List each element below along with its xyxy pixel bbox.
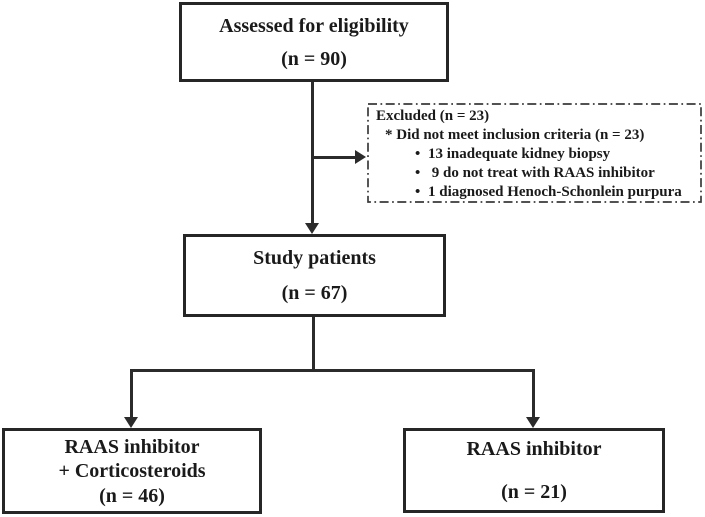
excluded-criteria: * Did not meet inclusion criteria (n = 2… [385,127,645,143]
connector-split-horizontal [130,369,535,372]
bullet-icon: • [415,146,421,162]
box-excluded: Excluded (n = 23) * Did not meet inclusi… [367,103,702,203]
arrowhead-into-study [305,223,319,234]
box-raas-inhibitor-corticosteroids: RAAS inhibitor + Corticosteroids (n = 46… [2,428,262,514]
connector-branch-to-excluded [311,156,356,159]
excluded-item-text: 13 inadequate kidney biopsy [428,146,611,162]
bullet-icon: • [415,184,421,200]
arrowhead-into-raas-corticosteroids [124,417,138,428]
excluded-item-text: 1 diagnosed Henoch-Schonlein purpura [428,184,682,200]
bullet-icon: • [415,165,421,181]
excluded-content: Excluded (n = 23) * Did not meet inclusi… [367,107,702,202]
excluded-title: Excluded (n = 23) [376,108,490,124]
connector-split-to-left-box [130,369,133,418]
connector-study-to-split [312,317,315,371]
arrowhead-into-raas [526,417,540,428]
dash-dot-border [367,103,702,203]
excluded-item: • 9 do not treat with RAAS inhibitor [367,164,702,183]
box-raas-inhibitor: RAAS inhibitor (n = 21) [403,428,665,513]
box-study-patients: Study patients (n = 67) [183,234,446,317]
arrowhead-into-excluded [355,150,366,164]
raas-count: (n = 21) [501,481,567,503]
connector-split-to-right-box [532,369,535,418]
study-title: Study patients [253,247,376,270]
box-assessed-eligibility: Assessed for eligibility (n = 90) [179,2,449,82]
assessed-count: (n = 90) [281,47,347,70]
excluded-item: • 1 diagnosed Henoch-Schonlein purpura [367,183,702,202]
study-count: (n = 67) [281,281,348,304]
assessed-title: Assessed for eligibility [219,14,409,37]
raas-cortico-subtitle: + Corticosteroids [58,460,206,482]
raas-cortico-count: (n = 46) [99,484,165,507]
excluded-item: • 13 inadequate kidney biopsy [367,145,702,164]
excluded-item-text: 9 do not treat with RAAS inhibitor [428,165,655,181]
raas-cortico-title: RAAS inhibitor [64,435,200,458]
raas-title: RAAS inhibitor [466,438,602,460]
connector-assessed-to-study [311,82,314,224]
